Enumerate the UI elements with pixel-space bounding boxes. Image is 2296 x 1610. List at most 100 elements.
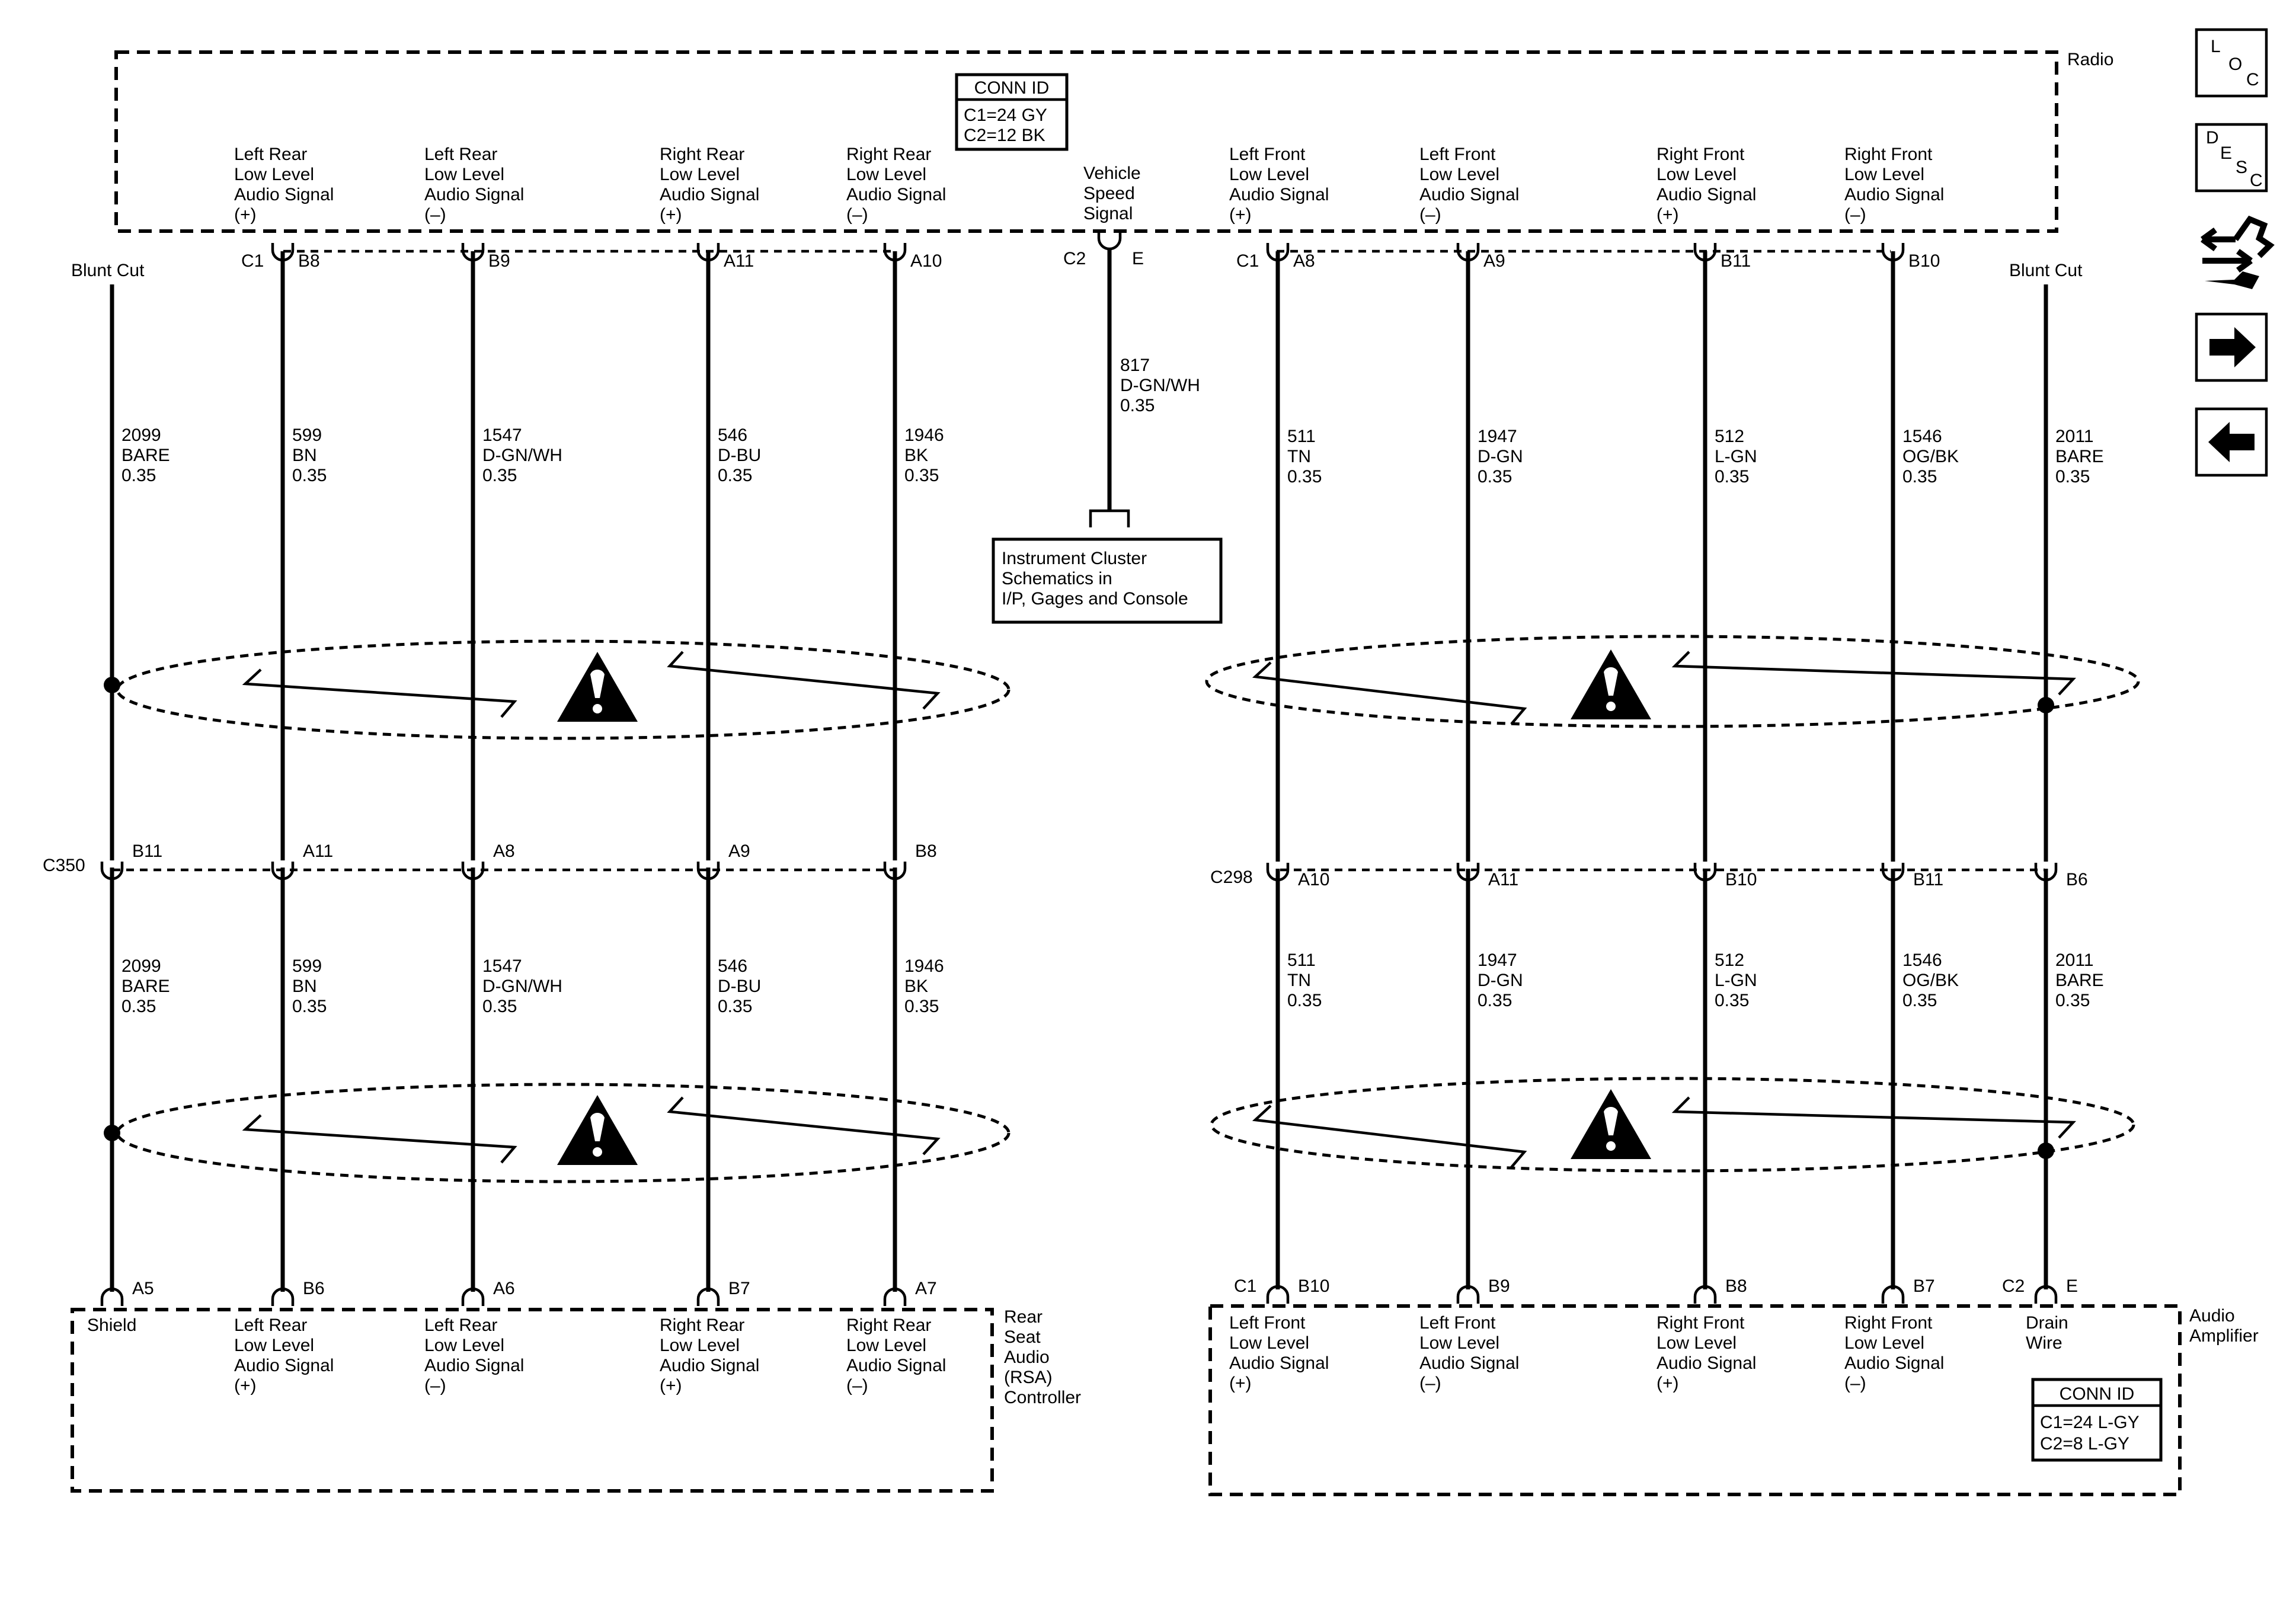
bottom-pin-label: B10	[1298, 1276, 1329, 1296]
rsa-controller-box	[71, 1308, 994, 1493]
circuit-label: TN	[1287, 447, 1311, 466]
circuit-label: D-BU	[718, 977, 761, 996]
amp-conn-id: CONN ID C1=24 L-GY C2=8 L-GY	[2031, 1378, 2163, 1462]
svg-text:C1=24 L-GY: C1=24 L-GY	[2040, 1413, 2140, 1432]
terminal-symbol	[696, 243, 720, 262]
circuit-label: 2099	[121, 425, 161, 445]
radio-signal-label: Low Level	[1844, 165, 1924, 184]
next-arrow-icon[interactable]	[2195, 312, 2268, 382]
circuit-label: D-GN	[1478, 447, 1523, 466]
bottom-pin-label: B8	[1725, 1276, 1747, 1296]
radio-signal-label: (–)	[424, 205, 446, 225]
component-signal-label: Audio Signal	[846, 1356, 946, 1375]
circuit-label: 1547	[482, 425, 522, 445]
audio-amplifier-box	[1208, 1304, 2182, 1496]
svg-text:Schematics in: Schematics in	[1002, 569, 1112, 588]
blunt-cut-right-label: Blunt Cut	[2009, 261, 2083, 280]
inline-pin-label: B11	[132, 841, 162, 861]
radio-name: Radio	[2067, 50, 2113, 69]
component-signal-label: Low Level	[1657, 1333, 1737, 1353]
circuit-label: BK	[904, 446, 928, 465]
inline-pin-label: B11	[1913, 870, 1943, 889]
component-signal-label: Drain	[2026, 1313, 2068, 1333]
radio-signal-label: Audio Signal	[1844, 185, 1944, 204]
svg-text:Seat: Seat	[1004, 1327, 1041, 1347]
warning-triangle-icon	[557, 1095, 638, 1165]
top-pin-label: B10	[1908, 251, 1940, 271]
component-signal-label: Wire	[2026, 1333, 2062, 1353]
left-wire-group: B112099BARE0.352099BARE0.35A5ShieldB8C1L…	[87, 145, 946, 1395]
svg-text:D: D	[2206, 128, 2219, 148]
radio-signal-label: Left Rear	[234, 145, 307, 164]
component-signal-label: Right Rear	[846, 1315, 931, 1335]
svg-text:L: L	[2211, 37, 2221, 56]
circuit-label: 0.35	[718, 466, 752, 485]
harness-icon[interactable]	[2201, 215, 2275, 289]
component-signal-label: Audio Signal	[424, 1356, 524, 1375]
circuit-label: 0.35	[121, 997, 156, 1016]
component-signal-label: (+)	[234, 1376, 257, 1395]
c298-label: C298	[1210, 868, 1253, 887]
radio-signal-label: (+)	[660, 205, 682, 225]
bottom-pin-label: B7	[1913, 1276, 1935, 1296]
radio-signal-label: Right Front	[1657, 145, 1745, 164]
circuit-label: 0.35	[1478, 467, 1512, 486]
twisted-pair-oval-right-upper	[1205, 635, 2140, 728]
component-signal-label: (–)	[1419, 1374, 1441, 1393]
inline-pin-label: A11	[303, 841, 333, 861]
inline-pin-label: B6	[2066, 870, 2088, 889]
terminal-symbol	[271, 1287, 295, 1306]
audio-amplifier-name: Audio Amplifier	[2189, 1306, 2259, 1346]
circuit-label: BARE	[2055, 971, 2104, 990]
circuit-label: 546	[718, 956, 747, 976]
prev-arrow-icon[interactable]	[2195, 407, 2268, 477]
c350-label: C350	[43, 856, 85, 875]
svg-text:Amplifier: Amplifier	[2189, 1326, 2259, 1346]
circuit-label: OG/BK	[1902, 971, 1959, 990]
terminal-symbol	[2034, 1285, 2058, 1304]
svg-text:Rear: Rear	[1004, 1307, 1043, 1327]
radio-signal-label: (–)	[1419, 205, 1441, 225]
terminal-symbol	[1266, 243, 1290, 262]
circuit-label: 0.35	[292, 466, 327, 485]
splice-dot	[104, 677, 120, 693]
twisted-pair-oval-left-upper	[116, 639, 1011, 740]
circuit-label: 0.35	[1902, 991, 1937, 1010]
radio-signal-label: Audio Signal	[1657, 185, 1756, 204]
radio-signal-label: Low Level	[1229, 165, 1309, 184]
component-signal-label: Low Level	[1844, 1333, 1924, 1353]
svg-text:Audio: Audio	[2189, 1306, 2235, 1326]
circuit-label: 2011	[2055, 427, 2094, 446]
warning-triangle-icon	[1571, 1089, 1651, 1159]
bottom-connector-label: C1	[1234, 1276, 1256, 1296]
circuit-label: 511	[1287, 950, 1316, 970]
circuit-label: 599	[292, 425, 322, 445]
desc-icon[interactable]: D E S C	[2195, 123, 2268, 193]
radio-signal-label: (+)	[234, 205, 257, 225]
top-pin-label: A11	[724, 251, 754, 271]
component-signal-label: Audio Signal	[1229, 1353, 1329, 1373]
twisted-pair-oval-right-lower	[1210, 1077, 2135, 1173]
terminal-symbol	[1881, 243, 1905, 262]
radio-signal-label: Low Level	[846, 165, 926, 184]
loc-icon[interactable]: L O C	[2195, 28, 2268, 98]
terminal-symbol	[461, 1287, 485, 1306]
svg-text:CONN ID: CONN ID	[974, 78, 1050, 98]
circuit-label: D-GN/WH	[482, 446, 562, 465]
bottom-pin-label: B7	[728, 1279, 750, 1298]
svg-text:Controller: Controller	[1004, 1388, 1081, 1407]
svg-text:C2=8 L-GY: C2=8 L-GY	[2040, 1434, 2129, 1454]
radio-signal-label: Audio Signal	[424, 185, 524, 204]
circuit-label: TN	[1287, 971, 1311, 990]
component-signal-label: Right Front	[1657, 1313, 1745, 1333]
instrument-cluster-reference: Instrument Cluster Schematics in I/P, Ga…	[992, 537, 1223, 624]
circuit-label: 0.35	[1287, 991, 1322, 1010]
circuit-label: L-GN	[1715, 971, 1757, 990]
circuit-label: 0.35	[1902, 467, 1937, 486]
